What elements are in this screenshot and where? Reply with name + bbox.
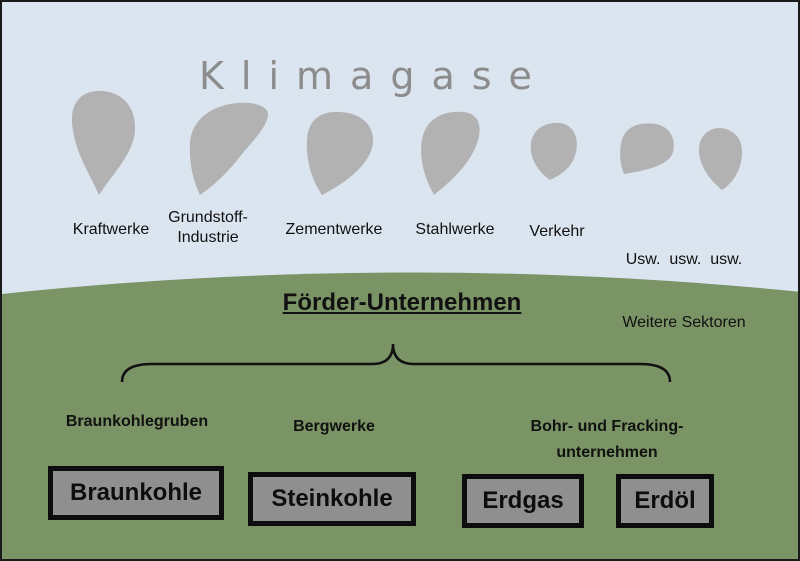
sector-label-verkehr: Verkehr bbox=[514, 222, 600, 242]
group-label-line: unternehmen bbox=[556, 444, 658, 461]
sector-label-line: Verkehr bbox=[529, 223, 585, 240]
sector-label-line: Kraftwerke bbox=[72, 221, 150, 238]
smoke-cloud-weitere bbox=[698, 128, 743, 190]
group-label-line: Bergwerke bbox=[293, 418, 375, 435]
smoke-cloud-kraftwerke bbox=[71, 90, 135, 195]
resource-box-steinkohle: Steinkohle bbox=[248, 472, 416, 526]
sector-label-zementwerke: Zementwerke bbox=[270, 220, 398, 240]
sector-label-grundstoff: Grundstoff- Industrie bbox=[152, 208, 264, 248]
resource-box-braunkohle: Braunkohle bbox=[48, 466, 224, 520]
heading-foerder-unternehmen: Förder-Unternehmen bbox=[282, 289, 522, 316]
smoke-cloud-stahlwerke bbox=[421, 111, 480, 195]
sector-label-line: Grundstoff- bbox=[168, 209, 248, 226]
curly-brace bbox=[120, 343, 672, 383]
title-klimagase: Klimagase bbox=[199, 54, 549, 98]
group-label-bergwerke: Bergwerke bbox=[264, 414, 404, 440]
resource-box-erdgas: Erdgas bbox=[462, 474, 584, 528]
sector-label-line: Zementwerke bbox=[285, 221, 383, 238]
smoke-cloud-zementwerke bbox=[306, 111, 374, 195]
sector-label-line: Usw. usw. usw. bbox=[625, 251, 743, 268]
sector-label-kraftwerke: Kraftwerke bbox=[60, 220, 162, 240]
group-label-line: Bohr- und Fracking- bbox=[530, 418, 684, 435]
sector-label-stahlwerke: Stahlwerke bbox=[402, 220, 508, 240]
sector-label-line: Stahlwerke bbox=[415, 221, 495, 238]
group-label-bohr-fracking: Bohr- und Fracking- unternehmen bbox=[492, 414, 722, 466]
smoke-cloud-grundstoff bbox=[189, 102, 269, 195]
sector-label-line: Industrie bbox=[177, 229, 239, 246]
sector-label-weitere: Usw. usw. usw. Weitere Sektoren bbox=[604, 210, 764, 373]
smoke-cloud-verkehr bbox=[530, 122, 577, 180]
resource-box-erdoel: Erdöl bbox=[616, 474, 714, 528]
group-label-braunkohlegruben: Braunkohlegruben bbox=[42, 409, 232, 435]
sector-label-line: Weitere Sektoren bbox=[622, 314, 746, 331]
group-label-line: Braunkohlegruben bbox=[65, 413, 209, 430]
smoke-cloud-usw bbox=[620, 123, 674, 174]
